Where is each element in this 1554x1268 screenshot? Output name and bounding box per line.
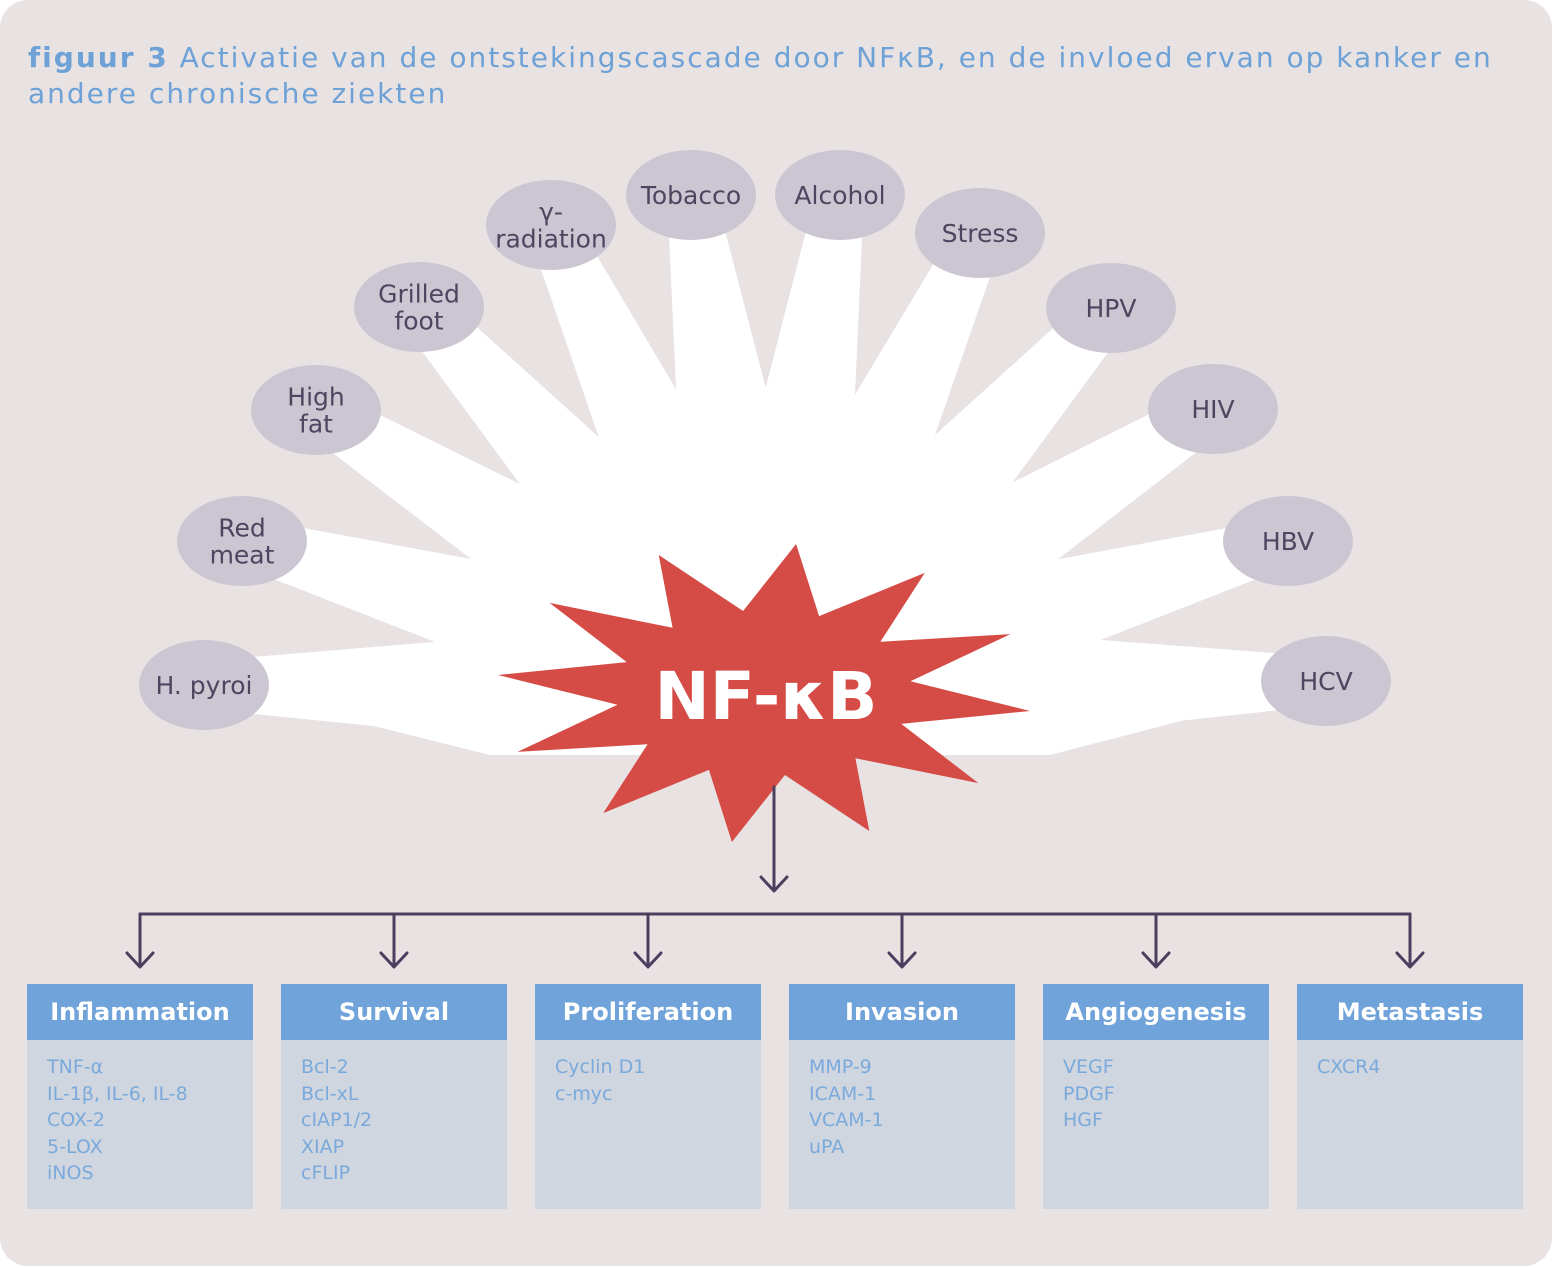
outcome-arrows <box>125 785 1425 969</box>
cause-label: HBV <box>1262 527 1314 556</box>
figure-caption: figuur 3 Activatie van de ontstekingscas… <box>28 40 1528 112</box>
cause-node: Alcohol <box>775 150 905 240</box>
figure-title: Activatie van de ontstekingscascade door… <box>28 41 1493 110</box>
cause-ellipse <box>915 188 1045 278</box>
cause-ellipse <box>775 150 905 240</box>
outcome-items: Cyclin D1 c-myc <box>535 1040 761 1107</box>
cause-label: HCV <box>1299 667 1352 696</box>
cause-ellipse <box>626 150 756 240</box>
branch-arrow-head <box>379 951 409 969</box>
cause-ellipse <box>177 496 307 586</box>
outcome-items: CXCR4 <box>1297 1040 1523 1081</box>
cause-label: H. pyroi <box>156 671 253 700</box>
cause-label: Alcohol <box>794 181 885 210</box>
branch-arrow-head <box>125 951 155 969</box>
figure-label: figuur 3 <box>28 41 169 74</box>
outcome-item: Cyclin D1 <box>555 1056 646 1078</box>
branch-arrow-head <box>1141 951 1171 969</box>
cause-node: Tobacco <box>626 150 756 240</box>
cause-label: radiation <box>495 225 607 254</box>
nfkb-starburst <box>497 544 1031 842</box>
outcome-item: CXCR4 <box>1317 1056 1381 1078</box>
cause-ellipse <box>1046 263 1176 353</box>
cause-label: HIV <box>1191 395 1234 424</box>
outcome-item: XIAP <box>301 1135 345 1158</box>
outcome-item: HGF <box>1063 1109 1103 1131</box>
outcome-item: cFLIP <box>301 1162 351 1184</box>
outcome-item: VCAM-1 <box>809 1109 884 1131</box>
outcome-item: ICAM-1 <box>809 1082 877 1105</box>
outcome-item: IL-1β, IL-6, IL-8 <box>47 1082 188 1105</box>
outcome-item: VEGF <box>1063 1056 1114 1078</box>
outcome-item: PDGF <box>1063 1082 1115 1105</box>
outcome-item: Bcl-xL <box>301 1082 359 1105</box>
cause-label: High <box>287 383 344 412</box>
branch-arrow-head <box>887 951 917 969</box>
cause-label: HPV <box>1086 294 1137 323</box>
cause-node: HPV <box>1046 263 1176 353</box>
outcome-title: Angiogenesis <box>1043 984 1269 1040</box>
cause-ellipse <box>1148 364 1278 454</box>
cause-ellipse <box>139 640 269 730</box>
cause-label: Grilled <box>378 280 460 309</box>
outcome-title: Invasion <box>789 984 1015 1040</box>
outcome-title: Survival <box>281 984 507 1040</box>
cause-label: Tobacco <box>640 181 741 210</box>
cause-ellipse <box>486 180 616 270</box>
outcome-title: Metastasis <box>1297 984 1523 1040</box>
outcome-item: cIAP1/2 <box>301 1109 373 1131</box>
cause-ellipse <box>1261 636 1391 726</box>
outcome-item: MMP-9 <box>809 1056 872 1078</box>
cause-node: HIV <box>1148 364 1278 454</box>
cause-ellipse <box>1223 496 1353 586</box>
cause-label: Red <box>218 514 266 543</box>
cause-node: HBV <box>1223 496 1353 586</box>
outcome-item: Bcl-2 <box>301 1056 349 1078</box>
branch-arrow-head <box>633 951 663 969</box>
outcome-items: VEGF PDGF HGF <box>1043 1040 1269 1134</box>
cause-label: fat <box>299 410 333 439</box>
cause-label: foot <box>394 307 443 336</box>
outcome-item: 5-LOX <box>47 1135 103 1158</box>
cause-label: Stress <box>942 219 1019 248</box>
outcome-title: Proliferation <box>535 984 761 1040</box>
cause-ellipse <box>354 262 484 352</box>
outcome-item: uPA <box>809 1135 845 1158</box>
branch-arrow-head <box>1395 951 1425 969</box>
cause-node: H. pyroi <box>139 640 269 730</box>
outcome-item: c-myc <box>555 1082 613 1105</box>
cause-label: γ- <box>539 198 563 227</box>
cause-nodes: H. pyroiRedmeatHighfatGrilledfootγ-radia… <box>139 150 1391 730</box>
outcome-item: TNF-α <box>47 1056 104 1078</box>
main-arrow-head <box>759 875 789 893</box>
outcome-title: Inflammation <box>27 984 253 1040</box>
cause-label: meat <box>210 541 275 570</box>
cause-ellipse <box>251 365 381 455</box>
outcome-item: COX-2 <box>47 1109 106 1131</box>
nfkb-label: NF-κB <box>655 658 878 735</box>
outcome-item: iNOS <box>47 1162 94 1184</box>
cause-node: Stress <box>915 188 1045 278</box>
cause-node: γ-radiation <box>486 180 616 270</box>
cause-node: HCV <box>1261 636 1391 726</box>
